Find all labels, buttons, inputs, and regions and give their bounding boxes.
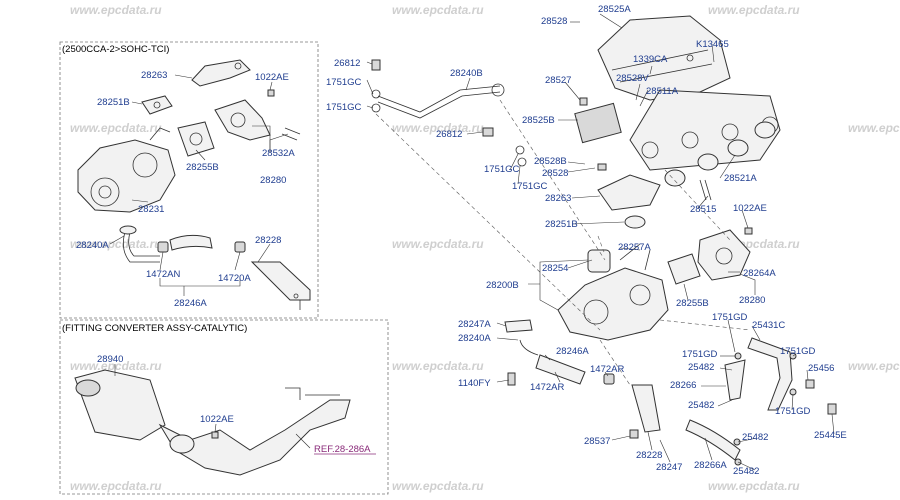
ref-label[interactable]: REF.28-286A	[314, 444, 371, 455]
section-box-catalytic	[59, 319, 389, 495]
watermark: www.epcdata.ru	[848, 121, 900, 135]
part-label[interactable]: 1751GD	[775, 406, 811, 417]
watermark: www.epcdata.ru	[70, 121, 162, 135]
turbo-left-drawing	[77, 59, 311, 310]
part-label[interactable]: 26812	[334, 58, 360, 69]
part-label[interactable]: 25482	[688, 400, 714, 411]
part-label[interactable]: 28240A	[458, 333, 491, 344]
part-label[interactable]: 1751GD	[682, 349, 718, 360]
part-label[interactable]: 28251B	[545, 219, 578, 230]
part-label[interactable]: 1339CA	[633, 54, 668, 65]
part-label[interactable]: 28511A	[646, 86, 679, 97]
part-label[interactable]: 28246A	[556, 346, 589, 357]
part-label[interactable]: 1751GC	[484, 164, 520, 175]
part-label[interactable]: 28247	[656, 462, 682, 473]
part-label[interactable]: 28240B	[450, 68, 483, 79]
part-label[interactable]: 25456	[808, 363, 834, 374]
part-label[interactable]: 28263	[545, 193, 571, 204]
part-label[interactable]: 25445E	[814, 430, 847, 441]
part-label[interactable]: 1751GC	[512, 181, 548, 192]
part-label[interactable]: 1751GC	[326, 102, 362, 113]
part-label[interactable]: 1022AE	[200, 414, 234, 425]
part-label[interactable]: 1751GC	[326, 77, 362, 88]
section-header-catalytic: (FITTING CONVERTER ASSY-CATALYTIC)	[62, 323, 247, 334]
watermark: www.epcdata.ru	[708, 479, 800, 493]
part-label[interactable]: 1472AR	[530, 382, 564, 393]
part-label[interactable]: 1140FY	[458, 378, 491, 389]
part-label[interactable]: 1751GD	[780, 346, 816, 357]
watermark: www.epcdata.ru	[848, 359, 900, 373]
part-label[interactable]: 28940	[97, 354, 123, 365]
watermark: www.epcdata.ru	[392, 479, 484, 493]
part-label[interactable]: 28521A	[724, 173, 757, 184]
part-label[interactable]: 28263	[141, 70, 167, 81]
exhaust-manifold-drawing	[597, 89, 781, 201]
part-label[interactable]: 28240A	[76, 240, 109, 251]
watermark: www.epcdata.ru	[392, 237, 484, 251]
part-label[interactable]: 28251B	[97, 97, 130, 108]
part-label[interactable]: 28525B	[522, 115, 555, 126]
part-label[interactable]: 28266A	[694, 460, 727, 471]
part-label[interactable]: 28528B	[534, 156, 567, 167]
part-label[interactable]: 28228	[636, 450, 662, 461]
part-label[interactable]: 28255B	[676, 298, 709, 309]
part-label[interactable]: 28266	[670, 380, 696, 391]
leader-lines	[109, 13, 835, 471]
watermark: www.epcdata.ru	[70, 237, 162, 251]
part-label[interactable]: 1022AE	[733, 203, 767, 214]
part-label[interactable]: 14720A	[218, 273, 251, 284]
part-label[interactable]: 28257A	[618, 242, 651, 253]
watermark: www.epcdata.ru	[392, 359, 484, 373]
part-label[interactable]: 28528	[541, 16, 567, 27]
part-label[interactable]: 1022AE	[255, 72, 289, 83]
part-labels: 28263 1022AE 28251B 28532A 28255B 28280 …	[76, 4, 847, 477]
watermark-group: www.epcdata.ru www.epcdata.ru www.epcdat…	[70, 3, 900, 493]
part-label[interactable]: 28231	[138, 204, 164, 215]
part-label[interactable]: 1751GD	[712, 312, 748, 323]
watermark: www.epcdata.ru	[708, 3, 800, 17]
part-label[interactable]: 28200B	[486, 280, 519, 291]
part-label[interactable]: 28515	[690, 204, 716, 215]
part-label[interactable]: 28527	[545, 75, 571, 86]
heat-shield-drawing	[574, 15, 731, 144]
turbo-main-drawing	[557, 174, 753, 341]
part-label[interactable]: 25482	[733, 466, 759, 477]
dashed-connectors	[375, 99, 751, 386]
part-label[interactable]: 28254	[542, 263, 568, 274]
part-label[interactable]: 28280	[260, 175, 286, 186]
oil-pipe-drawing	[371, 59, 527, 167]
part-label[interactable]: 28255B	[186, 162, 219, 173]
part-label[interactable]: 28247A	[458, 319, 491, 330]
section-header-sohc: (2500CCA-2>SOHC-TCI)	[62, 44, 169, 55]
part-label[interactable]: 25482	[742, 432, 768, 443]
part-label[interactable]: 26812	[436, 129, 462, 140]
lower-pipes-drawing	[504, 319, 837, 466]
part-label[interactable]: 28528V	[616, 73, 649, 84]
part-label[interactable]: 1472AN	[146, 269, 180, 280]
part-label[interactable]: 25431C	[752, 320, 785, 331]
part-label[interactable]: 28528	[542, 168, 568, 179]
watermark: www.epcdata.ru	[70, 3, 162, 17]
part-label[interactable]: 28228	[255, 235, 281, 246]
watermark: www.epcdata.ru	[392, 3, 484, 17]
part-label[interactable]: K13465	[696, 39, 729, 50]
watermark: www.epcdata.ru	[70, 479, 162, 493]
part-label[interactable]: 28280	[739, 295, 765, 306]
catalytic-converter-drawing	[74, 369, 351, 476]
watermark: www.epcdata.ru	[70, 359, 162, 373]
section-box-sohc	[59, 41, 319, 319]
part-label[interactable]: 28246A	[174, 298, 207, 309]
part-label[interactable]: 28532A	[262, 148, 295, 159]
watermark: www.epcdata.ru	[392, 121, 484, 135]
part-label[interactable]: 28264A	[743, 268, 776, 279]
part-label[interactable]: 1472AR	[590, 364, 624, 375]
part-label[interactable]: 28525A	[598, 4, 631, 15]
part-label[interactable]: 25482	[688, 362, 714, 373]
part-label[interactable]: 28537	[584, 436, 610, 447]
